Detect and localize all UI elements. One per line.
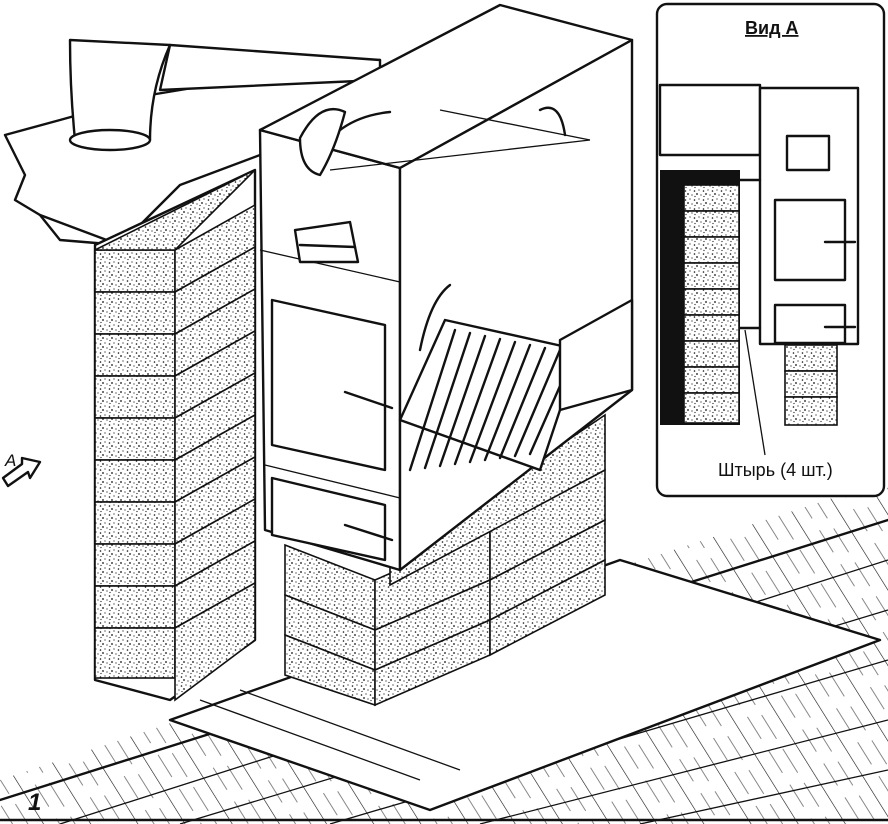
ash-door — [270, 476, 394, 562]
fire-door — [270, 298, 394, 472]
top-hatch — [293, 220, 360, 264]
figure-number: 1 — [28, 789, 41, 816]
chimney-pipe — [68, 38, 382, 152]
inset-title: Вид А — [745, 18, 799, 38]
view-marker-label: A — [4, 451, 16, 470]
brick-base — [284, 413, 606, 707]
firebox-grate — [398, 283, 634, 472]
pin-callout: Штырь (4 шт.) — [718, 460, 833, 480]
brick-wall — [93, 168, 257, 702]
inset-view-a — [655, 2, 886, 498]
view-a-arrow — [1, 456, 42, 488]
